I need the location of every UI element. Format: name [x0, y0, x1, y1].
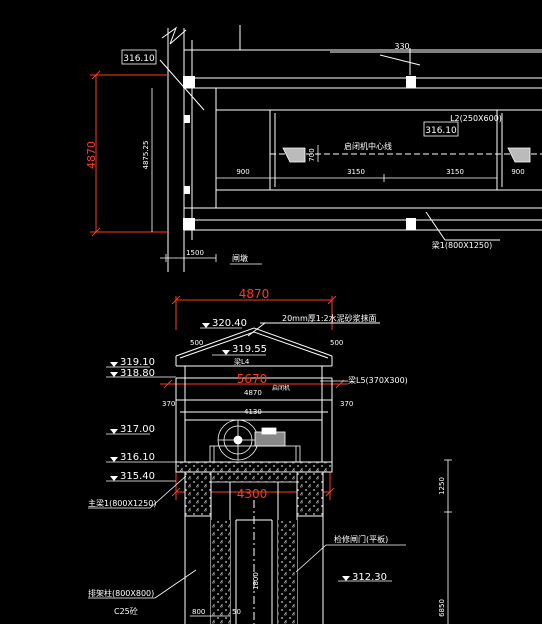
section-roof: [175, 322, 380, 379]
section-walls: [175, 378, 333, 462]
plan-elev-left: 316.10: [123, 54, 155, 64]
center-small: 启闭机: [272, 384, 290, 392]
pier-hatch: [211, 520, 297, 624]
elevation-triangles: [110, 323, 350, 581]
plan-dim-700: 700: [308, 148, 316, 161]
dim-800: 800: [192, 608, 205, 616]
dim-1250: 1250: [438, 477, 446, 495]
plan-columns: [183, 76, 416, 230]
dim-370-left: 370: [162, 400, 175, 408]
dim-50: 50: [232, 608, 241, 616]
dim-370-right: 370: [340, 400, 353, 408]
plan-elev-box-right: [423, 121, 459, 137]
plan-dim-900-right: 900: [511, 168, 524, 176]
gate-slot-label: 检修闸门(平板): [334, 534, 388, 544]
section-top-dim-text: 4870: [239, 287, 270, 301]
plan-top-dim: 330: [394, 42, 409, 51]
plan-dim-3150-left: 3150: [347, 168, 365, 176]
dim-500-left: 500: [190, 339, 203, 347]
plan-main-beam: 梁1(800X1250): [432, 241, 492, 250]
plan-dims: [151, 88, 498, 265]
elev-319-10: 319.10: [120, 357, 155, 368]
beam-l5: 梁L5(370X300): [348, 376, 408, 385]
plan-elev-box-left: [121, 49, 157, 65]
dim-6850: 6850: [438, 599, 446, 617]
dim-1800: 1800: [252, 572, 260, 590]
dim-4870: 4870: [244, 389, 262, 397]
plan-center-label: 启闭机中心线: [344, 141, 392, 151]
pier-beam-label: 排架柱(800X800): [88, 588, 154, 598]
section-slab: [175, 461, 333, 517]
plan-dim-900-left: 900: [236, 168, 249, 176]
plan-dim-1500: 1500: [186, 249, 204, 257]
section-top-dim: [171, 295, 337, 330]
plan-dim-red: [90, 70, 168, 237]
section-5670-text: 5670: [237, 372, 268, 386]
elevation-marks: [106, 327, 392, 582]
elev-320-40: 320.40: [212, 318, 247, 329]
beam-l4: 梁L4: [234, 357, 250, 366]
elev-316-10: 316.10: [120, 452, 155, 463]
elev-318-80: 318.80: [120, 368, 155, 379]
elev-317-00: 317.00: [120, 424, 155, 435]
main-beam-label: 主梁1(800X1250): [88, 498, 156, 508]
elev-319-55: 319.55: [232, 344, 267, 355]
dim-500-right: 500: [330, 339, 343, 347]
concrete-label: C25砼: [114, 606, 138, 616]
hoist-machine: [209, 419, 301, 463]
hoist-symbols: [282, 147, 531, 163]
plan-inner-dim: 4875.25: [142, 141, 150, 170]
plan-elev-right: 316.10: [425, 126, 457, 136]
plan-view: [159, 25, 542, 272]
plan-beam-label: L2(250X600): [450, 114, 502, 123]
elev-312-30: 312.30: [352, 572, 387, 583]
section-4300-text: 4300: [237, 487, 268, 501]
dim-4130: 4130: [244, 408, 262, 416]
elev-315-40: 315.40: [120, 471, 155, 482]
section-leaders: [88, 459, 452, 624]
roof-note: 20mm厚1:2水泥砂浆抹面: [282, 313, 377, 323]
plan-height-dim: 4870: [85, 141, 98, 169]
plan-axis-label: 闸墩: [232, 253, 248, 263]
plan-dim-3150-right: 3150: [446, 168, 464, 176]
